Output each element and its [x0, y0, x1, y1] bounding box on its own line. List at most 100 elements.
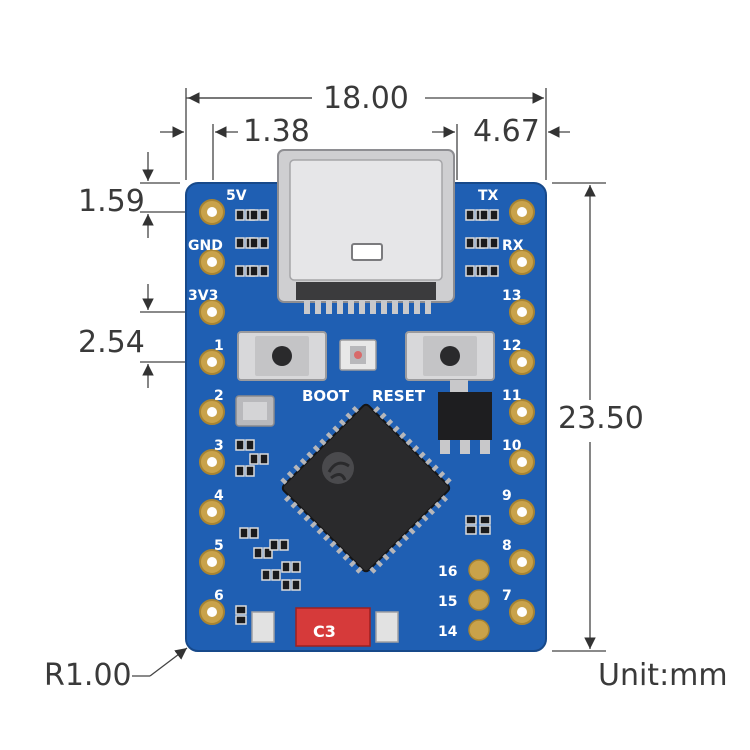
- right-pad-hole: [517, 207, 527, 217]
- chip-pin: [332, 425, 340, 433]
- inner-pin-label: 14: [438, 624, 458, 640]
- chip-pin: [329, 540, 337, 548]
- right-castellated-pads: [509, 199, 535, 625]
- smd-resistor: [261, 569, 281, 581]
- smd-resistor: [479, 237, 499, 249]
- left-pad-hole: [207, 307, 217, 317]
- rgb-led: [339, 339, 377, 371]
- chip-pin: [303, 514, 311, 522]
- chip-pin: [280, 477, 288, 485]
- chip-pin: [386, 418, 394, 427]
- right-pin-label: 7: [502, 588, 512, 604]
- smd-resistor: [269, 539, 289, 551]
- left-pad-hole: [207, 557, 217, 567]
- usb-pin: [370, 300, 376, 314]
- left-offset-dimension-label: 1.38: [243, 114, 310, 149]
- chip-pin: [338, 418, 346, 427]
- left-pin-label: 1: [214, 338, 224, 354]
- chip-pin: [382, 553, 390, 561]
- right-pad-hole: [517, 357, 527, 367]
- chip-pin: [418, 451, 426, 459]
- radius-leader-b: [149, 647, 188, 677]
- smd-components: [235, 209, 499, 625]
- esp32-chip: [280, 403, 452, 574]
- left-pad-hole: [207, 457, 217, 467]
- smd-resistor: [281, 579, 301, 591]
- chip-pin: [375, 560, 383, 568]
- right-pad-hole: [517, 407, 527, 417]
- chip-pin: [306, 451, 314, 459]
- unit-label: Unit:mm: [598, 658, 728, 693]
- boot-silkscreen-label: BOOT: [302, 387, 350, 405]
- chip-pin: [299, 458, 307, 466]
- chip-pin: [323, 534, 331, 542]
- chip-pin: [388, 547, 396, 555]
- inner-pads: 16 15 14: [438, 559, 490, 641]
- chip-pin: [392, 425, 400, 433]
- right-pin-label: 8: [502, 538, 512, 554]
- right-pin-label: 12: [502, 338, 521, 354]
- smd-resistor: [479, 209, 499, 221]
- right-pin-label: 10: [502, 438, 522, 454]
- chip-pin: [283, 495, 292, 503]
- chip-pin: [351, 405, 359, 414]
- inner-pin-label: 15: [438, 594, 457, 610]
- inner-pad: [468, 619, 490, 641]
- right-pin-label: 11: [502, 388, 521, 404]
- boot-button: [237, 331, 327, 381]
- inner-pad: [468, 559, 490, 581]
- width-dimension-label: 18.00: [323, 81, 409, 116]
- reset-button: [405, 331, 495, 381]
- height-dimension-label: 23.50: [558, 401, 644, 436]
- chip-pin: [342, 553, 350, 561]
- usb-pin: [348, 300, 354, 314]
- chip-pin: [427, 508, 436, 516]
- chip-pin: [373, 405, 381, 414]
- usb-c-solder-pins: [304, 300, 431, 314]
- usb-pin: [381, 300, 387, 314]
- left-pad-hole: [207, 507, 217, 517]
- left-pad-hole: [207, 207, 217, 217]
- chip-pin: [290, 501, 298, 509]
- chip-pin: [349, 560, 357, 568]
- left-pin-label: 2: [214, 388, 224, 404]
- top-offset-dimension-label: 1.59: [78, 184, 145, 219]
- smd-resistor: [249, 453, 269, 465]
- espressif-logo: [322, 452, 354, 484]
- left-pin-label: 3V3: [188, 288, 218, 304]
- smd-resistor: [235, 605, 247, 625]
- right-pad-hole: [517, 257, 527, 267]
- chip-pin: [425, 458, 433, 466]
- inner-pad: [468, 589, 490, 611]
- chip-pin: [414, 521, 423, 529]
- antenna-label: C3: [313, 622, 336, 641]
- left-pin-label: 3: [214, 438, 224, 454]
- right-pad-hole: [517, 507, 527, 517]
- chip-pin: [405, 438, 413, 446]
- ceramic-antenna: [251, 607, 399, 647]
- reset-silkscreen-label: RESET: [372, 387, 426, 405]
- right-offset-dimension-label: 4.67: [473, 114, 540, 149]
- corner-radius-label: R1.00: [44, 658, 132, 693]
- chip-pin: [412, 445, 420, 453]
- left-castellated-pads: [199, 199, 225, 625]
- smd-resistor: [281, 561, 301, 573]
- chip-pin: [319, 438, 327, 446]
- chip-pin: [296, 508, 305, 516]
- dimension-lines: [132, 88, 606, 677]
- voltage-regulator: [438, 380, 492, 454]
- chip-pin: [312, 445, 320, 453]
- chip-pin: [286, 471, 294, 479]
- chip-pin: [444, 477, 452, 485]
- crystal-oscillator: [235, 395, 275, 427]
- left-pad-hole: [207, 607, 217, 617]
- usb-pin: [326, 300, 332, 314]
- chip-pin: [293, 464, 301, 472]
- smd-resistor: [235, 465, 255, 477]
- chip-pin: [440, 495, 449, 503]
- right-pin-label: 13: [502, 288, 521, 304]
- chip-pin: [401, 534, 409, 542]
- inner-pin-label: 16: [438, 564, 457, 580]
- usb-pin: [403, 300, 409, 314]
